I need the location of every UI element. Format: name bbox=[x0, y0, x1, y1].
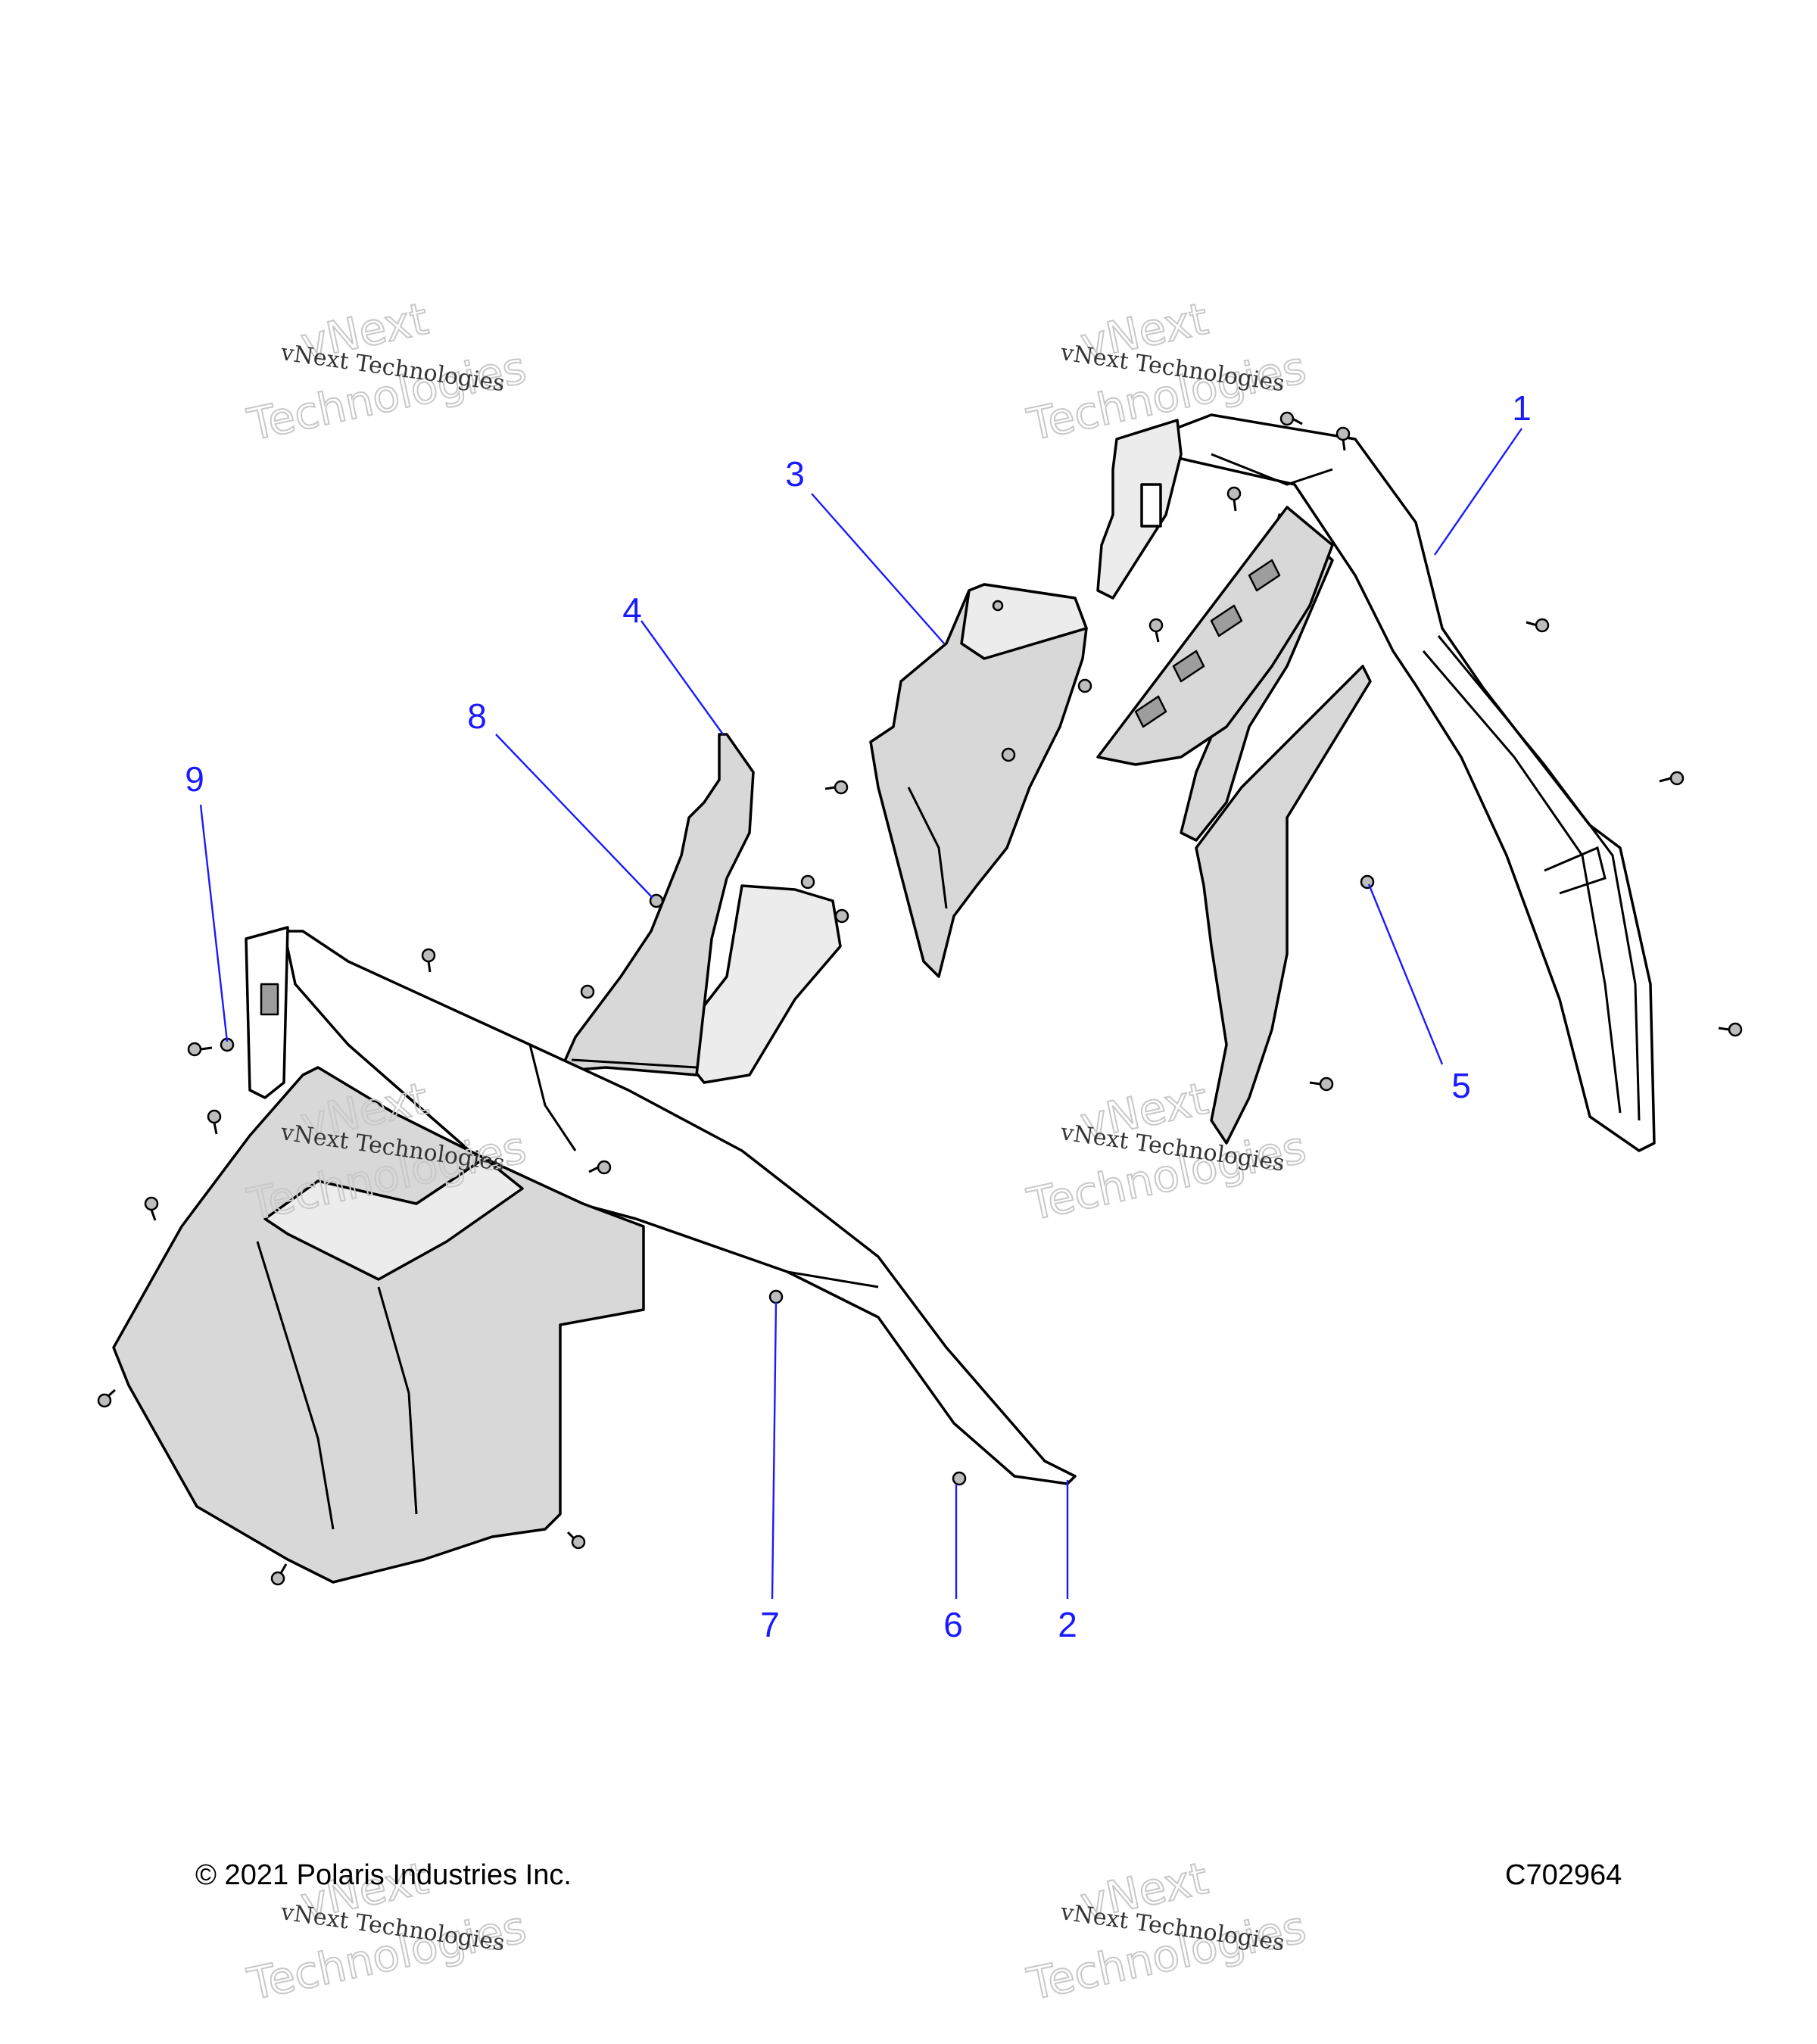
callout-7: 7 bbox=[760, 1605, 780, 1644]
copyright-notice: © 2021 Polaris Industries Inc. bbox=[195, 1859, 572, 1891]
callout-8: 8 bbox=[467, 696, 487, 736]
part-2-left-fender bbox=[112, 926, 1077, 1584]
drawing-number: C702964 bbox=[1505, 1859, 1622, 1891]
fasteners bbox=[97, 411, 1743, 1586]
callout-6: 6 bbox=[943, 1605, 963, 1644]
callout-labels: 1 2 3 4 5 6 7 8 9 bbox=[185, 388, 1532, 1644]
part-4-inner-panel bbox=[559, 733, 842, 1084]
callout-5: 5 bbox=[1451, 1066, 1471, 1105]
callout-4: 4 bbox=[622, 590, 642, 630]
callout-9: 9 bbox=[185, 759, 204, 799]
callout-leaders bbox=[199, 428, 1522, 1600]
callout-2: 2 bbox=[1058, 1605, 1077, 1644]
part-1-right-fender bbox=[1096, 413, 1656, 1152]
callout-1: 1 bbox=[1512, 388, 1532, 428]
part-3-center-panel bbox=[869, 583, 1088, 978]
callout-3: 3 bbox=[785, 454, 805, 494]
